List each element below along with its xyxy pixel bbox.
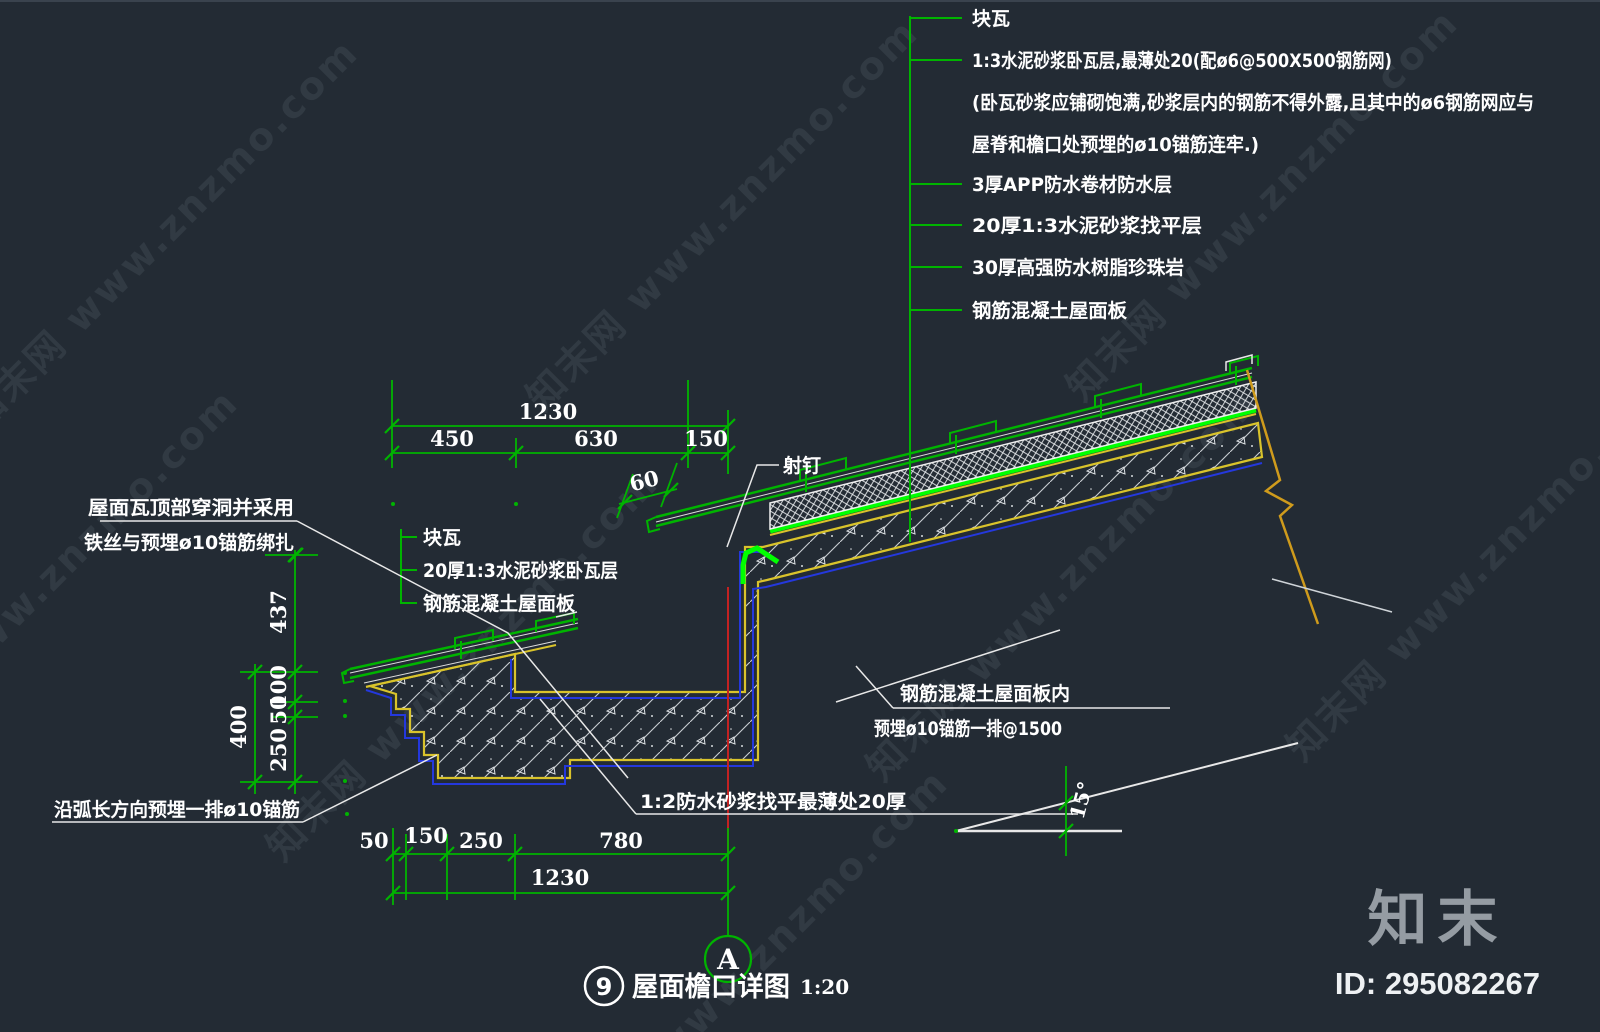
note-nail: 射钉 xyxy=(782,454,821,477)
dim-left-overall: 400 xyxy=(226,705,251,749)
roof-layer-stack xyxy=(645,354,1259,584)
dim-offset: 60 xyxy=(627,465,661,496)
title-text: 屋面檐口详图 xyxy=(632,971,790,1003)
dim-top-seg: 450 xyxy=(430,426,474,451)
dim-left: 250 xyxy=(266,728,291,772)
edge-extension-line xyxy=(1271,578,1393,613)
note-arc-anchor: 沿弧长方向预埋一排ø10锚筋 xyxy=(54,798,300,821)
dim-bottom-total: 1230 xyxy=(531,865,589,890)
mortar-bed-layer xyxy=(769,381,1257,530)
note-screed: 1:2防水砂浆找平最薄处20厚 xyxy=(640,790,906,813)
note-tile-tie: 屋面瓦顶部穿洞并采用 xyxy=(88,496,294,519)
dim-top-seg: 150 xyxy=(684,426,728,451)
layer-callout-label: 屋脊和檐口处预埋的ø10锚筋连牢.) xyxy=(972,133,1259,156)
eave-callout-bracket xyxy=(400,529,417,604)
slope-angle-indicator xyxy=(954,742,1299,856)
dim-left: 50 xyxy=(266,695,291,724)
note-slab-anchor: 预埋ø10锚筋一排@1500 xyxy=(874,717,1062,740)
tile-layer xyxy=(655,366,1253,519)
top-dimension-lines xyxy=(384,380,736,519)
dim-left: 437 xyxy=(266,590,291,634)
eave-tile xyxy=(340,611,579,688)
layer-callout-label: 20厚1:3水泥砂浆找平层 xyxy=(972,214,1202,237)
waterproof-wrap xyxy=(740,545,780,584)
dim-left: 100 xyxy=(266,665,291,709)
note-tile-tie: 铁丝与预埋ø10锚筋绑扎 xyxy=(84,531,294,554)
section-marker-letter: A xyxy=(716,943,740,976)
note-slab-anchor: 钢筋混凝土屋面板内 xyxy=(900,682,1070,705)
layer-callout-label: (卧瓦砂浆应铺砌饱满,砂浆层内的钢筋不得外露,且其中的ø6钢筋网应与 xyxy=(972,91,1534,114)
app-waterproof-layer xyxy=(769,407,1257,534)
left-dimension-lines xyxy=(240,547,318,794)
dim-bottom-seg: 50 xyxy=(359,828,388,853)
eave-callout-label: 块瓦 xyxy=(423,527,461,549)
dim-slope-angle: 15° xyxy=(1065,779,1098,822)
brand-block: 知末 ID: 295082267 xyxy=(1335,871,1540,1002)
section-marker: A xyxy=(703,934,753,984)
layer-callout-label: 块瓦 xyxy=(972,8,1010,30)
drawing-id: ID: 295082267 xyxy=(1334,966,1540,1001)
break-line xyxy=(1245,369,1320,625)
dim-top-total: 1230 xyxy=(519,399,577,424)
dim-top-seg: 630 xyxy=(574,426,618,451)
bottom-dimension-lines xyxy=(385,828,736,936)
eave-callout-label: 钢筋混凝土屋面板 xyxy=(423,592,576,615)
dim-bottom-seg: 150 xyxy=(404,823,448,848)
drawing-title: 9 屋面檐口详图 1:20 xyxy=(583,965,849,1007)
layer-callout-leader xyxy=(909,16,962,542)
title-scale: 1:20 xyxy=(800,975,849,999)
snap-dots xyxy=(343,502,518,816)
layer-callout-label: 1:3水泥砂浆卧瓦层,最薄处20(配ø6@500X500钢筋网) xyxy=(972,49,1392,72)
layer-callout-label: 3厚APP防水卷材防水层 xyxy=(972,173,1172,196)
znzmo-logo: 知末 xyxy=(1367,885,1508,955)
dim-bottom-seg: 250 xyxy=(459,828,503,853)
layer-callout-label: 30厚高强防水树脂珍珠岩 xyxy=(972,256,1184,279)
title-number: 9 xyxy=(596,973,613,1001)
eave-callout-label: 20厚1:3水泥砂浆卧瓦层 xyxy=(423,559,618,582)
layer-callout-label: 钢筋混凝土屋面板 xyxy=(972,299,1128,322)
leader-lines xyxy=(52,464,1170,823)
dim-bottom-seg: 780 xyxy=(599,828,643,853)
